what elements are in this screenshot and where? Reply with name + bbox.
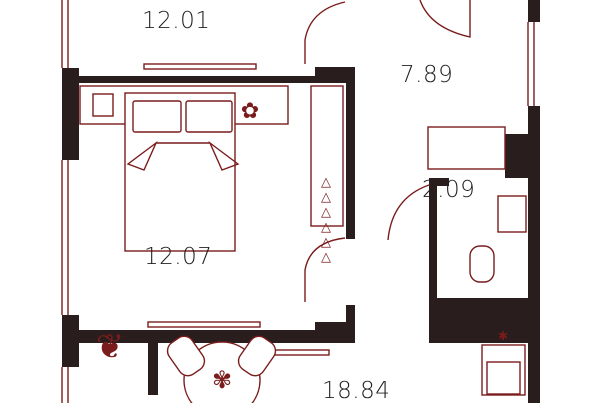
area-label-hallway: 7.89 bbox=[400, 62, 453, 88]
area-labels: 12.01 7.89 2.09 12.07 18.84 bbox=[142, 8, 475, 403]
area-label-bathroom: 2.09 bbox=[422, 177, 475, 203]
plant-icon: ✾ bbox=[212, 368, 232, 394]
wardrobe: △△△△△△ bbox=[310, 85, 506, 265]
hanger-icons: △△△△△△ bbox=[320, 175, 335, 265]
flower-icon: ✿ bbox=[241, 98, 259, 123]
area-label-room-top-left: 12.01 bbox=[142, 8, 210, 34]
area-label-bedroom: 12.07 bbox=[144, 244, 212, 270]
bed: ✿ bbox=[79, 85, 289, 252]
bathroom-fixtures: ✱ bbox=[469, 195, 527, 396]
leaf-icon: ❦ bbox=[96, 329, 125, 366]
area-label-kitchen-living: 18.84 bbox=[322, 378, 390, 403]
stove-icon: ✱ bbox=[498, 329, 508, 343]
walls bbox=[62, 0, 540, 403]
dining-table: ✾ ❦ bbox=[96, 329, 277, 403]
doors bbox=[304, 0, 471, 302]
